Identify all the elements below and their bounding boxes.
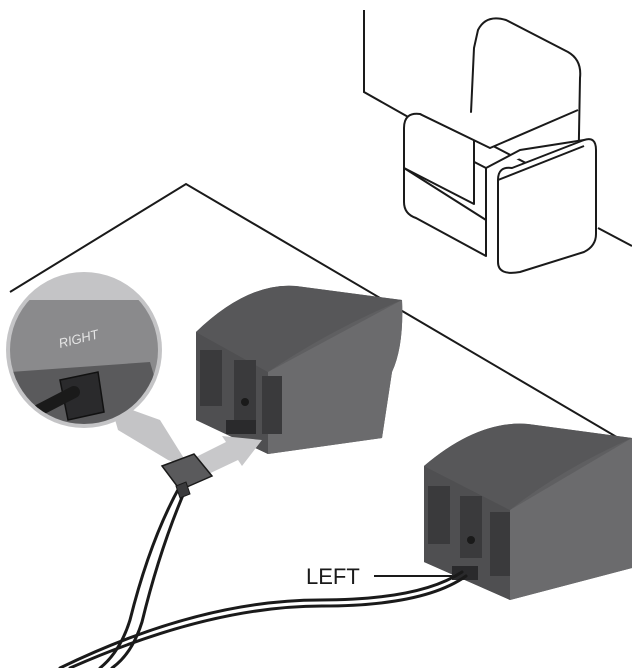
speaker-cables (58, 484, 468, 668)
left-speaker (424, 423, 632, 600)
armchair-icon (403, 17, 597, 274)
insert-arrow (190, 436, 262, 478)
inset-callout: RIGHT (6, 272, 190, 468)
connector-plug (160, 453, 214, 499)
left-label-callout: LEFT (306, 564, 452, 589)
right-speaker (196, 285, 403, 454)
room-wall-lines (363, 10, 632, 247)
floor-outline (9, 182, 632, 447)
left-label: LEFT (306, 564, 360, 589)
